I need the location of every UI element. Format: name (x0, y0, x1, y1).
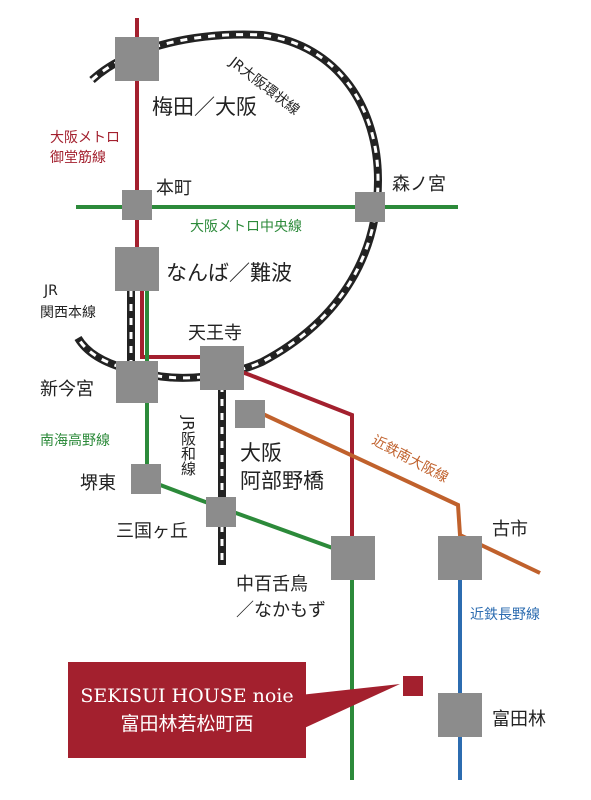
kintetsu-nagano-line-label: 近鉄長野線 (470, 607, 540, 623)
station-nakamozu-marker (331, 536, 375, 580)
kintetsu-minami-osaka-line (249, 406, 541, 575)
station-furuichi-label: 古市 (492, 519, 528, 540)
chuo-line-label: 大阪メトロ中央線 (190, 219, 302, 235)
jr-kansai-line-label-2: 関西本線 (40, 305, 96, 321)
property-marker (403, 676, 423, 696)
station-namba-marker (115, 247, 159, 291)
station-abeno-label-2: 阿部野橋 (240, 469, 324, 493)
station-furuichi-marker (438, 536, 482, 580)
station-tondabayashi-marker (438, 693, 482, 737)
station-honmachi-marker (122, 190, 152, 220)
station-namba-label: なんば／難波 (166, 261, 292, 285)
station-shinimamiya-label: 新今宮 (40, 379, 94, 400)
station-nakamozu-label-2: ／なかもず (236, 600, 326, 621)
station-sakaihigashi-label: 堺東 (80, 473, 116, 494)
jr-hanwa-line-label: JR阪和線 (179, 416, 197, 476)
station-tennoji-marker (200, 346, 244, 390)
station-mikunigaoka-marker (206, 497, 236, 527)
station-honmachi-label: 本町 (156, 178, 192, 199)
property-callout: SEKISUI HOUSE noie 富田林若松町西 (68, 662, 306, 758)
jr-kansai-line-label-1: JR (44, 283, 58, 299)
midosuji-line-label-2: 御堂筋線 (50, 150, 106, 166)
station-tennoji-label: 天王寺 (188, 323, 242, 344)
nankai-koya-line-label: 南海高野線 (40, 433, 110, 449)
station-morinomiya-label: 森ノ宮 (392, 174, 446, 195)
station-umeda-label: 梅田／大阪 (152, 95, 257, 119)
station-mikunigaoka-label: 三国ヶ丘 (116, 521, 188, 542)
nankai-koya-line (145, 290, 354, 780)
station-abeno-marker (235, 400, 265, 428)
property-callout-line1: SEKISUI HOUSE noie (80, 684, 294, 707)
property-callout-line2: 富田林若松町西 (120, 713, 254, 735)
station-umeda-marker (115, 37, 159, 81)
station-shinimamiya-marker (116, 361, 158, 403)
station-sakaihigashi-marker (131, 464, 161, 494)
station-morinomiya-marker (355, 192, 385, 222)
station-abeno-label-1: 大阪 (240, 441, 282, 465)
station-nakamozu-label-1: 中百舌鳥 (236, 574, 308, 595)
property-callout-box (68, 662, 400, 758)
station-tondabayashi-label: 富田林 (492, 709, 546, 730)
midosuji-line-label-1: 大阪メトロ (50, 130, 120, 146)
